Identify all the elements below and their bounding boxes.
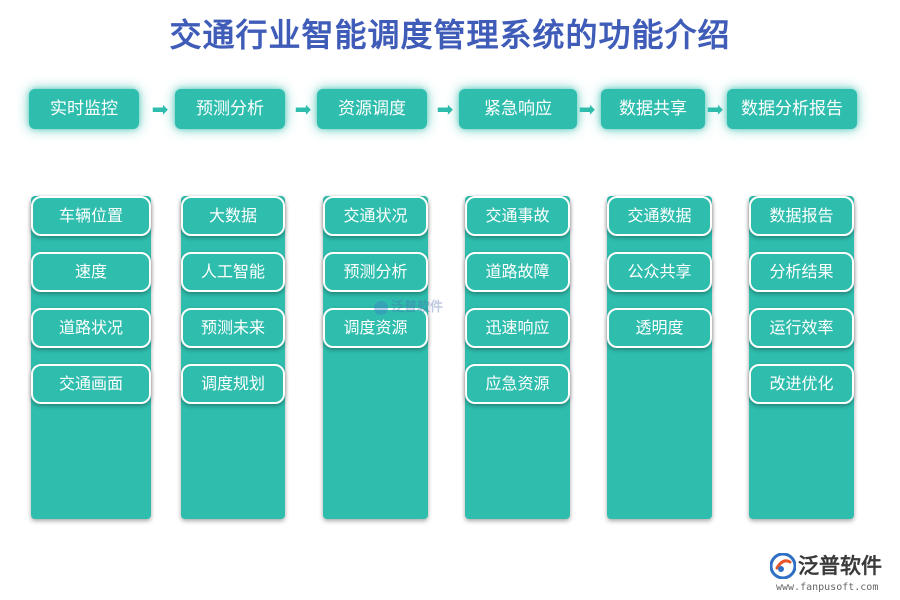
header-data-sharing: 数据共享 bbox=[601, 89, 705, 129]
item-road-condition: 道路状况 bbox=[31, 308, 151, 348]
header-realtime-monitoring: 实时监控 bbox=[29, 89, 139, 129]
header-data-analysis-report: 数据分析报告 bbox=[727, 89, 857, 129]
item-rapid-response: 迅速响应 bbox=[465, 308, 570, 348]
item-traffic-status: 交通状况 bbox=[323, 196, 428, 236]
item-prediction-analysis: 预测分析 bbox=[323, 252, 428, 292]
column-prediction-analysis: 大数据 人工智能 预测未来 调度规划 bbox=[181, 196, 285, 519]
item-public-sharing: 公众共享 bbox=[607, 252, 712, 292]
arrow-right-icon: ➡ bbox=[578, 97, 596, 121]
brand-logo-icon bbox=[770, 553, 796, 579]
item-traffic-footage: 交通画面 bbox=[31, 364, 151, 404]
arrow-right-icon: ➡ bbox=[294, 97, 312, 121]
watermark-text: 泛普软件 bbox=[391, 300, 444, 315]
item-analysis-result: 分析结果 bbox=[749, 252, 854, 292]
item-scheduling-plan: 调度规划 bbox=[181, 364, 285, 404]
brand-logo-block: 泛普软件 www.fanpusoft.com bbox=[770, 551, 895, 596]
column-realtime-monitoring: 车辆位置 速度 道路状况 交通画面 bbox=[31, 196, 151, 519]
item-speed: 速度 bbox=[31, 252, 151, 292]
header-resource-scheduling: 资源调度 bbox=[317, 89, 427, 129]
item-big-data: 大数据 bbox=[181, 196, 285, 236]
column-resource-scheduling: 交通状况 预测分析 调度资源 bbox=[323, 196, 428, 519]
item-predict-future: 预测未来 bbox=[181, 308, 285, 348]
arrow-right-icon: ➡ bbox=[706, 97, 724, 121]
column-emergency-response: 交通事故 道路故障 迅速响应 应急资源 bbox=[465, 196, 570, 519]
item-improvement: 改进优化 bbox=[749, 364, 854, 404]
item-operating-efficiency: 运行效率 bbox=[749, 308, 854, 348]
arrow-right-icon: ➡ bbox=[151, 97, 169, 121]
item-traffic-data: 交通数据 bbox=[607, 196, 712, 236]
item-emergency-resources: 应急资源 bbox=[465, 364, 570, 404]
item-ai: 人工智能 bbox=[181, 252, 285, 292]
column-data-sharing: 交通数据 公众共享 透明度 bbox=[607, 196, 712, 519]
page-title: 交通行业智能调度管理系统的功能介绍 bbox=[169, 16, 731, 54]
item-road-failure: 道路故障 bbox=[465, 252, 570, 292]
column-data-analysis-report: 数据报告 分析结果 运行效率 改进优化 bbox=[749, 196, 854, 519]
brand-url: www.fanpusoft.com bbox=[776, 582, 879, 593]
arrow-right-icon: ➡ bbox=[436, 97, 454, 121]
item-traffic-accident: 交通事故 bbox=[465, 196, 570, 236]
brand-name: 泛普软件 bbox=[798, 554, 882, 578]
watermark: 泛普软件 bbox=[374, 296, 464, 318]
watermark-logo-icon bbox=[374, 300, 388, 315]
item-transparency: 透明度 bbox=[607, 308, 712, 348]
item-data-report: 数据报告 bbox=[749, 196, 854, 236]
header-prediction-analysis: 预测分析 bbox=[175, 89, 285, 129]
item-dispatch-resources: 调度资源 bbox=[323, 308, 428, 348]
item-vehicle-position: 车辆位置 bbox=[31, 196, 151, 236]
header-emergency-response: 紧急响应 bbox=[459, 89, 577, 129]
